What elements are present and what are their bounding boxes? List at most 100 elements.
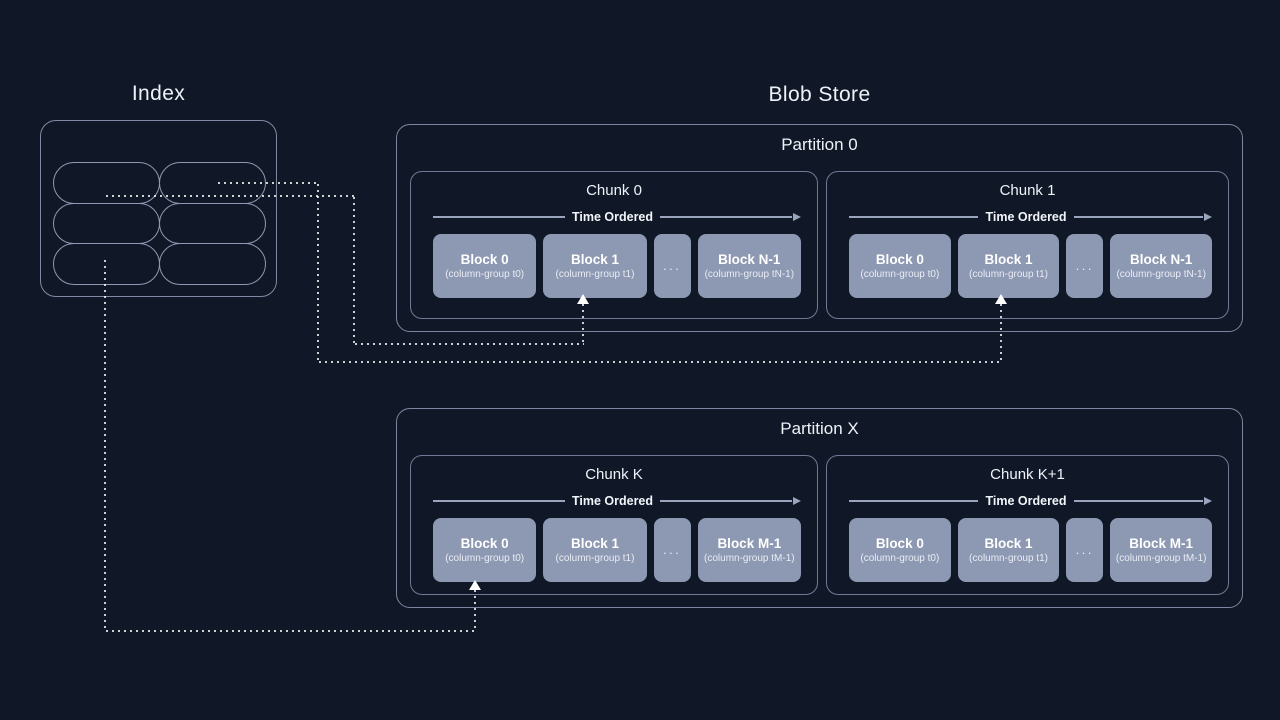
axis-line-right [1073, 500, 1203, 502]
arrow-right-icon [793, 213, 801, 221]
block-ellipsis: ... [653, 518, 691, 582]
axis-line-right [660, 216, 792, 218]
connector-b-segment-2 [317, 182, 319, 362]
index-panel [40, 120, 277, 297]
block[interactable]: Block N-1 (column-group tN-1) [697, 234, 801, 298]
chunk-k-plus-1: Chunk K+1 Time Ordered Block 0 (column-g… [826, 455, 1229, 595]
block[interactable]: Block 1 (column-group t1) [543, 518, 647, 582]
block-subtitle: (column-group tN-1) [1116, 268, 1206, 280]
chunk-k-plus-1-blocks: Block 0 (column-group t0) Block 1 (colum… [849, 518, 1213, 582]
axis-label: Time Ordered [985, 210, 1067, 224]
index-pill[interactable] [158, 202, 266, 245]
chunk-0-time-axis: Time Ordered [433, 210, 801, 224]
block[interactable]: Block 1 (column-group t1) [957, 518, 1060, 582]
connector-c-arrowhead [469, 580, 481, 590]
index-pill[interactable] [53, 243, 161, 285]
block-name: Block 1 [570, 535, 619, 551]
chunk-1-blocks: Block 0 (column-group t0) Block 1 (colum… [849, 234, 1213, 298]
connector-c-segment-1 [104, 258, 106, 631]
block-subtitle: (column-group t0) [860, 552, 940, 564]
block-name: Block 0 [460, 251, 509, 267]
index-pill[interactable] [158, 243, 266, 285]
ellipsis-icon: ... [662, 541, 682, 557]
connector-b-arrowhead [995, 294, 1007, 304]
connector-a-segment-3 [353, 343, 584, 345]
block[interactable]: Block M-1 (column-group tM-1) [697, 518, 801, 582]
block[interactable]: Block 0 (column-group t0) [433, 518, 537, 582]
block-subtitle: (column-group t1) [555, 552, 635, 564]
connector-b-segment-3 [317, 361, 1001, 363]
axis-line-left [849, 216, 979, 218]
axis-line-left [849, 500, 979, 502]
block[interactable]: Block 0 (column-group t0) [433, 234, 537, 298]
axis-line-left [433, 216, 565, 218]
index-title: Index [131, 82, 186, 105]
connector-a-arrowhead [577, 294, 589, 304]
chunk-k-plus-1-time-axis: Time Ordered [849, 494, 1212, 508]
chunk-1-label: Chunk 1 [999, 182, 1056, 199]
block-subtitle: (column-group t1) [555, 268, 635, 280]
block-name: Block N-1 [718, 251, 781, 267]
ellipsis-icon: ... [662, 257, 682, 273]
ellipsis-icon: ... [1075, 257, 1095, 273]
chunk-k-plus-1-label: Chunk K+1 [990, 466, 1065, 483]
index-pill-grid [53, 162, 266, 285]
block-name: Block M-1 [1129, 535, 1194, 551]
block-subtitle: (column-group tM-1) [1115, 552, 1207, 564]
partition-0-label: Partition 0 [781, 135, 858, 154]
block[interactable]: Block 0 (column-group t0) [849, 234, 951, 298]
block-name: Block 1 [570, 251, 619, 267]
block-subtitle: (column-group tM-1) [704, 552, 795, 564]
block-subtitle: (column-group t1) [969, 268, 1048, 280]
block-subtitle: (column-group t0) [445, 552, 525, 564]
axis-label: Time Ordered [571, 494, 654, 508]
block-ellipsis: ... [653, 234, 691, 298]
chunk-k-time-axis: Time Ordered [433, 494, 801, 508]
block[interactable]: Block N-1 (column-group tN-1) [1110, 234, 1213, 298]
chunk-1-time-axis: Time Ordered [849, 210, 1212, 224]
partition-0: Partition 0 Chunk 0 Time Ordered Block 0… [396, 124, 1243, 332]
block-ellipsis: ... [1066, 518, 1104, 582]
connector-a-segment-4 [582, 302, 584, 345]
block[interactable]: Block 1 (column-group t1) [543, 234, 647, 298]
block-subtitle: (column-group t1) [969, 552, 1048, 564]
axis-line-right [1073, 216, 1203, 218]
block[interactable]: Block M-1 (column-group tM-1) [1110, 518, 1213, 582]
axis-line-left [433, 500, 565, 502]
connector-a-segment-1 [104, 195, 354, 197]
arrow-right-icon [1204, 497, 1212, 505]
block-name: Block 0 [460, 535, 509, 551]
block-name: Block 1 [984, 535, 1033, 551]
axis-label: Time Ordered [571, 210, 654, 224]
block-subtitle: (column-group t0) [860, 268, 940, 280]
axis-label: Time Ordered [985, 494, 1067, 508]
index-pill[interactable] [53, 202, 161, 245]
block-name: Block 0 [875, 535, 924, 551]
partition-x-label: Partition X [780, 419, 859, 438]
index-pill[interactable] [53, 162, 161, 204]
arrow-right-icon [793, 497, 801, 505]
block[interactable]: Block 1 (column-group t1) [957, 234, 1060, 298]
connector-c-segment-3 [474, 588, 476, 631]
connector-b-segment-4 [1000, 302, 1002, 362]
chunk-k: Chunk K Time Ordered Block 0 (column-gro… [410, 455, 818, 595]
block-name: Block M-1 [717, 535, 782, 551]
chunk-k-blocks: Block 0 (column-group t0) Block 1 (colum… [433, 518, 801, 582]
blob-store-title: Blob Store [768, 83, 871, 106]
ellipsis-icon: ... [1075, 541, 1095, 557]
connector-c-segment-2 [104, 630, 476, 632]
chunk-0: Chunk 0 Time Ordered Block 0 (column-gro… [410, 171, 818, 319]
chunk-0-label: Chunk 0 [586, 182, 642, 199]
block-name: Block 0 [875, 251, 924, 267]
chunk-0-blocks: Block 0 (column-group t0) Block 1 (colum… [433, 234, 801, 298]
connector-b-segment-1 [216, 182, 319, 184]
connector-a-segment-2 [353, 195, 355, 345]
block-subtitle: (column-group tN-1) [704, 268, 795, 280]
block[interactable]: Block 0 (column-group t0) [849, 518, 951, 582]
block-name: Block N-1 [1130, 251, 1193, 267]
chunk-k-label: Chunk K [585, 466, 643, 483]
arrow-right-icon [1204, 213, 1212, 221]
chunk-1: Chunk 1 Time Ordered Block 0 (column-gro… [826, 171, 1229, 319]
block-ellipsis: ... [1066, 234, 1104, 298]
block-name: Block 1 [984, 251, 1033, 267]
